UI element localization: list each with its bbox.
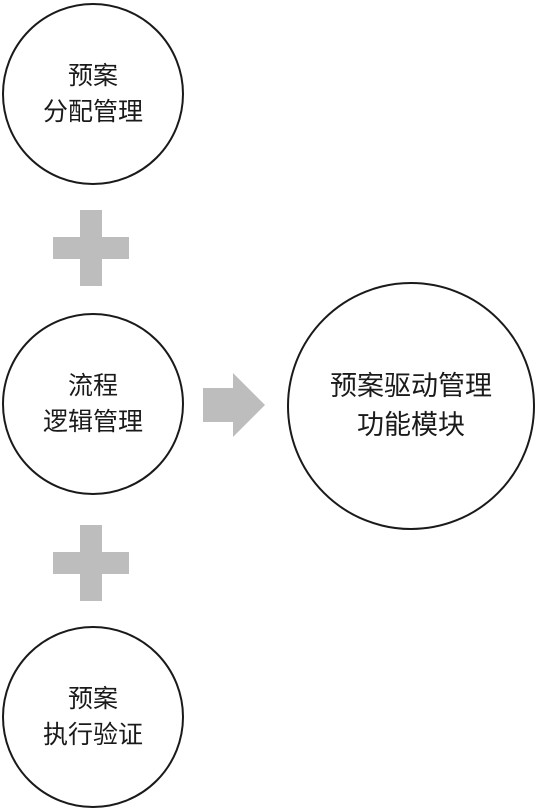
node-plan-allocation-line1: 预案 xyxy=(67,60,118,90)
node-process-logic-line2: 逻辑管理 xyxy=(42,407,143,436)
node-plan-execution-line1: 预案 xyxy=(67,683,118,713)
node-plan-allocation: 预案 分配管理 xyxy=(2,3,184,185)
arrow-right-icon xyxy=(203,373,265,437)
node-plan-execution: 预案 执行验证 xyxy=(2,626,184,808)
plus-icon xyxy=(53,210,129,286)
node-result-module-line1: 预案驱动管理 xyxy=(330,370,492,402)
node-process-logic: 流程 逻辑管理 xyxy=(2,313,184,495)
node-result-module-line2: 功能模块 xyxy=(357,410,465,441)
plus-vertical-bar xyxy=(80,210,102,286)
node-plan-execution-line2: 执行验证 xyxy=(42,720,143,749)
plus-vertical-bar xyxy=(80,525,102,601)
node-plan-allocation-line2: 分配管理 xyxy=(42,97,143,126)
node-result-module: 预案驱动管理 功能模块 xyxy=(287,282,535,530)
plus-icon xyxy=(53,525,129,601)
node-process-logic-line1: 流程 xyxy=(67,370,118,400)
arrow-shape xyxy=(203,373,265,437)
